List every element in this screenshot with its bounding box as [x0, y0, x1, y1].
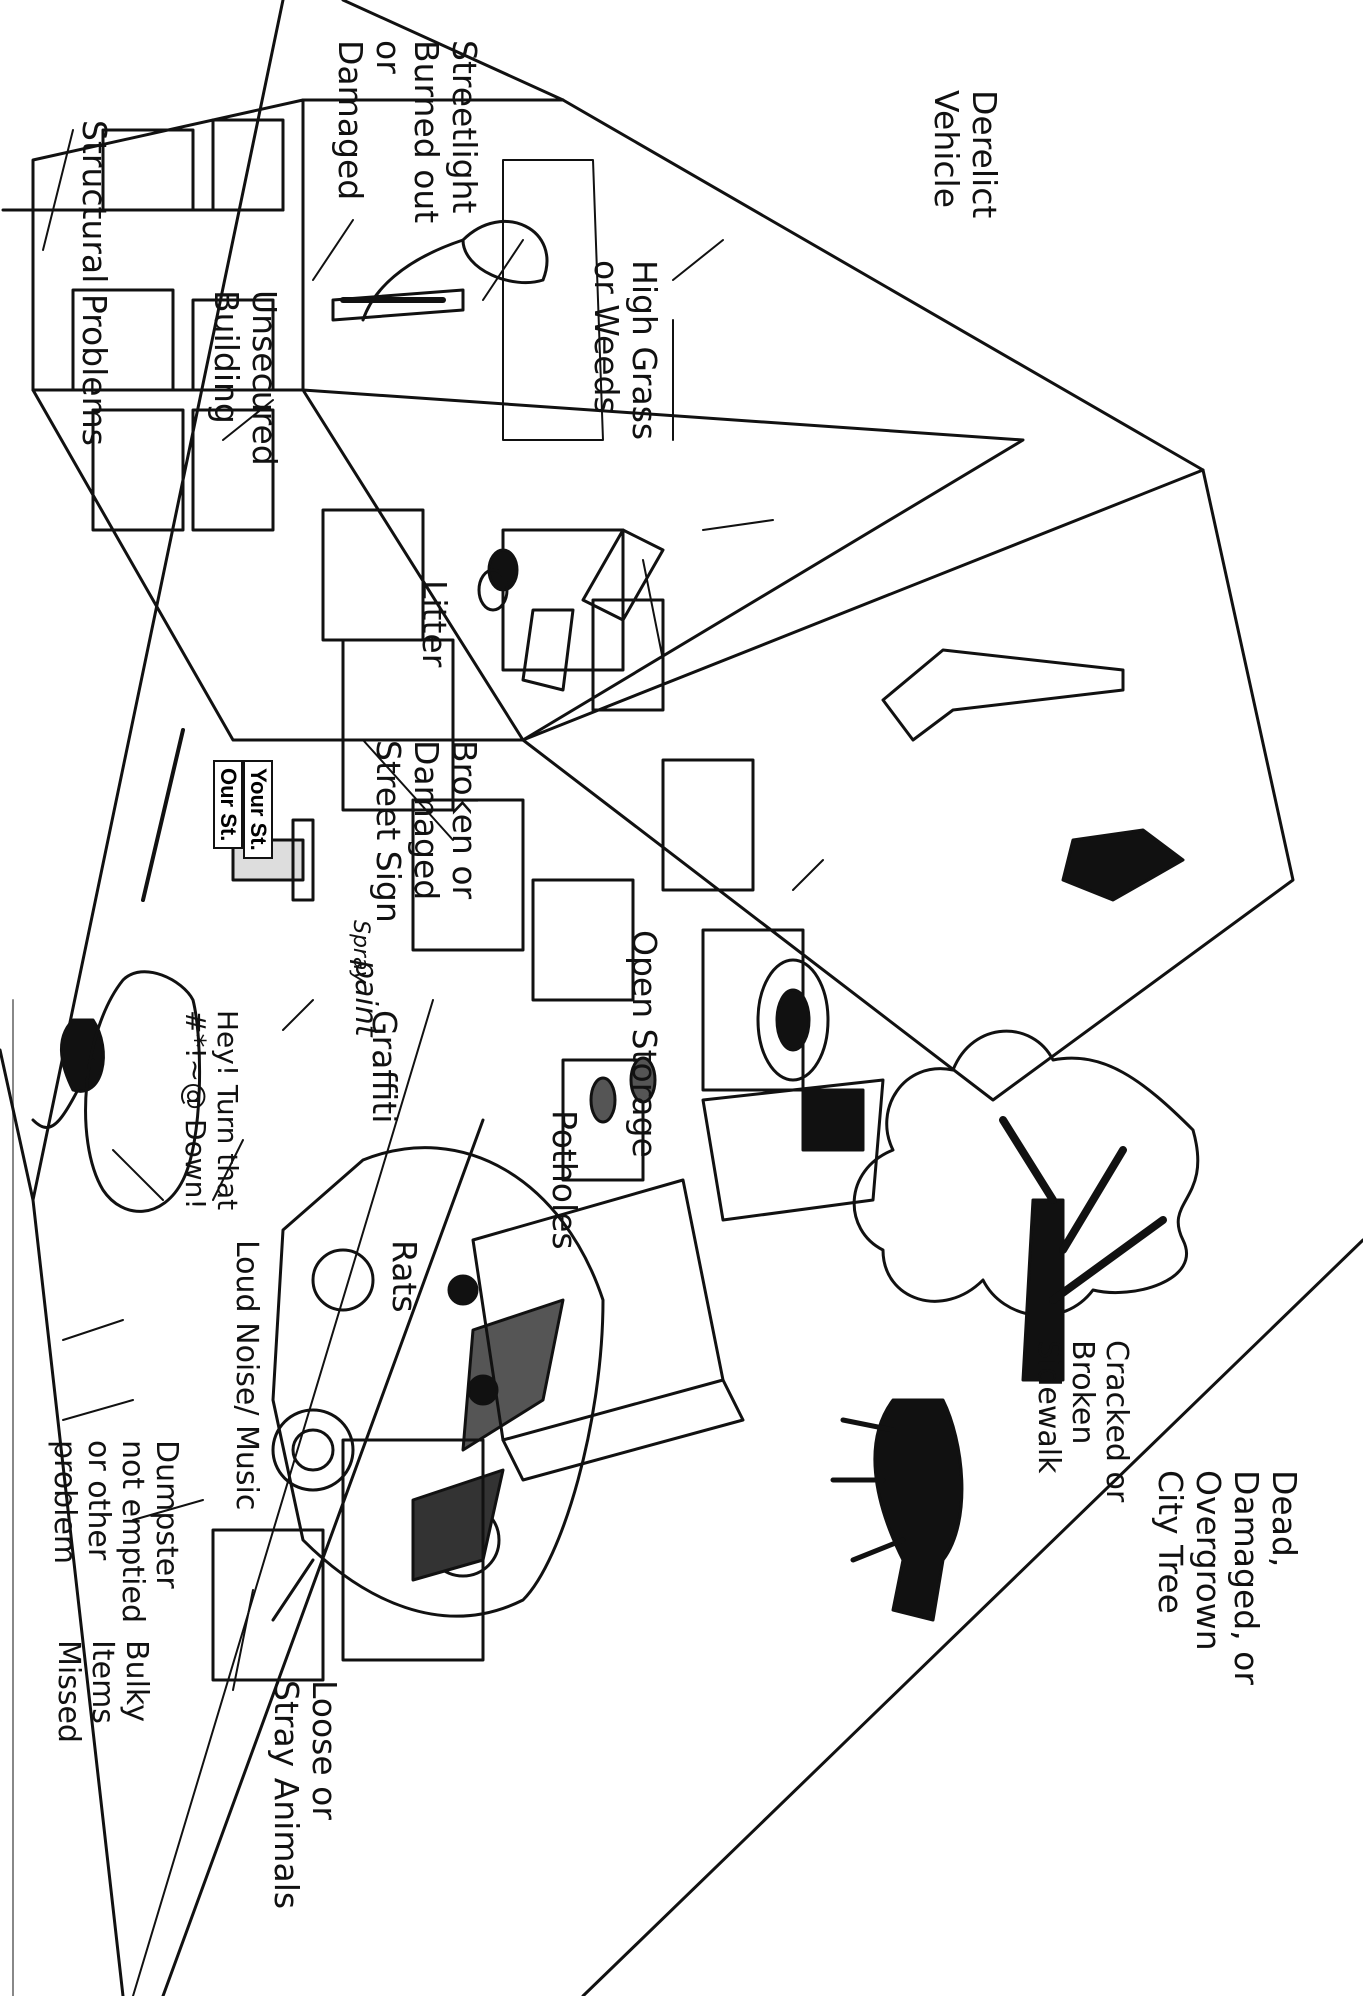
speech-bubble-text: Hey! Turn that #*!~@ Down!	[179, 1010, 244, 1211]
label-dumpster: Dumpster not emptied or other problem	[47, 1440, 184, 1623]
leader-lines	[42, 129, 824, 1691]
tree	[852, 1029, 1200, 1382]
streetlight	[331, 220, 549, 322]
label-sidewalk: Cracked or Broken Sidewalk	[1031, 1340, 1134, 1503]
litter	[477, 528, 665, 692]
fence	[502, 159, 674, 441]
pothole	[59, 1018, 105, 1093]
dumpster	[447, 1178, 745, 1482]
label-high-grass: High Grass or Weeds	[587, 260, 664, 441]
label-bulky-items: Bulky Items Missed	[51, 1640, 154, 1743]
tire-and-box	[701, 958, 885, 1222]
label-open-storage: Open Storage	[625, 930, 664, 1158]
speech-bubble-shape	[31, 970, 202, 1213]
sign-our-st: Our St.	[213, 760, 243, 850]
paint-text: paint	[348, 960, 383, 1037]
sign-your-st: Your St.	[243, 760, 273, 859]
label-loud-noise: Loud Noise/ Music	[229, 1240, 264, 1511]
label-structural-problems: Structural Problems	[75, 120, 114, 446]
label-loose-animals: Loose or Stray Animals	[267, 1680, 344, 1910]
rats	[589, 1056, 657, 1124]
label-streetlight: Streetlight Burned out or Damaged	[331, 40, 484, 224]
label-derelict-vehicle: Derelict Vehicle	[927, 90, 1004, 219]
label-unsecured-building: Unsecured Building	[207, 290, 284, 466]
street-sign-post	[141, 728, 185, 902]
label-street-sign: Broken or Damaged Street Sign	[369, 740, 484, 923]
label-litter: Litter	[415, 580, 454, 668]
label-city-tree: Dead, Damaged, or Overgrown City Tree	[1151, 1470, 1304, 1685]
bulky-items	[211, 1438, 485, 1682]
stray-dog	[830, 1398, 964, 1622]
building	[1, 0, 1295, 1182]
label-potholes: Potholes	[545, 1110, 584, 1250]
label-rats: Rats	[385, 1240, 424, 1313]
